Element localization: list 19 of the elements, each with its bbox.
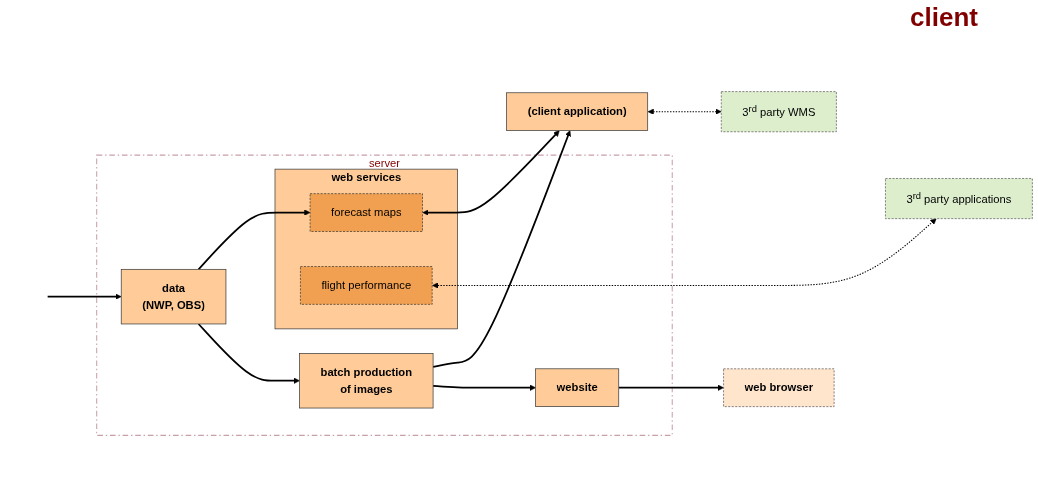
arrow (432, 129, 571, 368)
node-box: data (NWP, OBS) (120, 268, 227, 324)
node-box: forecast maps (309, 192, 423, 232)
node-box: web browser (723, 367, 835, 407)
heading-text: client (910, 2, 978, 33)
arrow (432, 217, 937, 289)
arrow (647, 108, 722, 115)
arrow (432, 384, 536, 391)
arrow (46, 293, 122, 300)
node-box: website (535, 367, 620, 407)
node-box: (client application) (506, 91, 649, 131)
arrow (197, 209, 311, 270)
arrow (197, 322, 300, 384)
node-box: 3$^{rd}$ party applications (885, 177, 1033, 219)
node-box: flight performance (300, 265, 433, 305)
arrow (422, 129, 560, 216)
node-box: batch production of images (299, 352, 434, 408)
node-box: 3$^{rd}$ party WMS (720, 90, 837, 132)
arrow (617, 384, 724, 391)
